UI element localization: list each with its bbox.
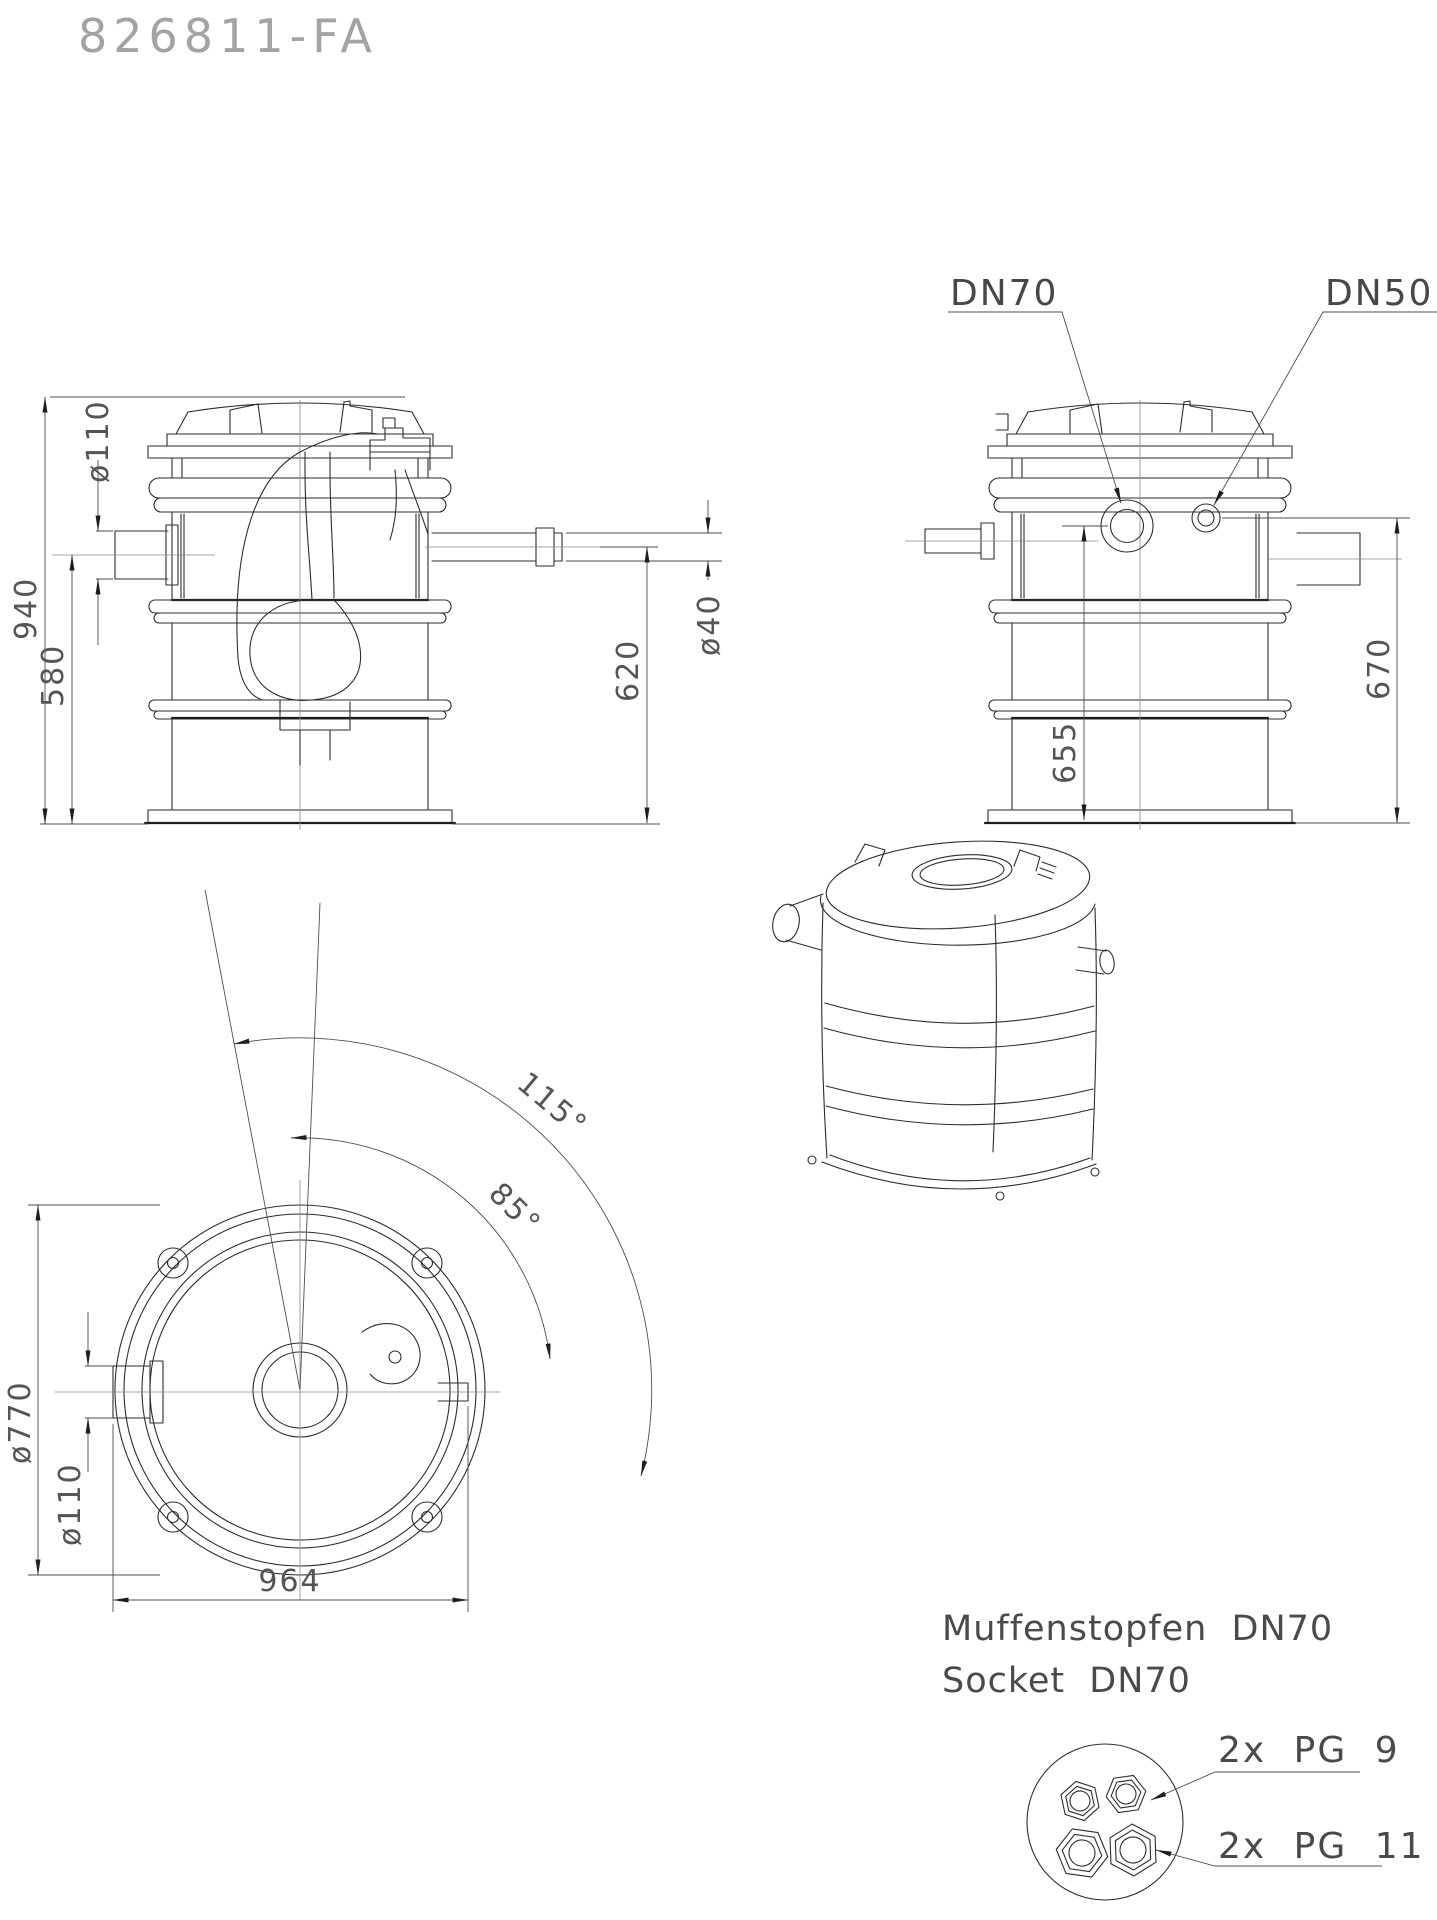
detail-view: 2x PG 9 2x PG 11: [1026, 1730, 1425, 1901]
dim-620-text: 620: [611, 639, 646, 702]
dim-total-height: 940: [9, 396, 405, 825]
dim-plan-inlet-diameter: ø110: [53, 1312, 113, 1546]
pg11-callout: 2x PG 11: [1155, 1826, 1425, 1867]
dim-dn50-height: 670: [1222, 517, 1410, 824]
gland-pg11-left: [1052, 1826, 1112, 1880]
dim-outlet-height: 620: [452, 546, 660, 825]
dim-body-diameter: ø770: [3, 1204, 160, 1576]
dim-dia110-front-text: ø110: [81, 399, 116, 483]
dim-655-text: 655: [1048, 721, 1083, 784]
plan-view: 115° 85° ø770 ø110 964: [3, 889, 653, 1612]
dn50-label: DN50: [1325, 273, 1433, 314]
dn70-callout: DN70: [948, 273, 1122, 504]
dim-dia770-text: ø770: [3, 1380, 38, 1464]
side-outlet-stub: [1268, 532, 1402, 586]
drawing-number: 826811-FA: [78, 9, 378, 63]
outlet-pipe: [425, 527, 722, 567]
dim-940-text: 940: [9, 577, 44, 640]
dim-overall-width: 964: [112, 1406, 469, 1612]
iso-view: Muffenstopfen DN70 Socket DN70: [772, 840, 1333, 1701]
dim-dn70-height: 655: [1048, 525, 1108, 821]
lid-clip: [995, 413, 1009, 431]
side-inlet-stub: [905, 522, 1098, 560]
iso-inlet-stub: [772, 893, 824, 951]
dim-85-text: 85°: [481, 1176, 548, 1243]
dim-outlet-diameter: ø40: [692, 500, 727, 656]
dim-inlet-height: 580: [36, 554, 75, 825]
pg9-callout: 2x PG 9: [1150, 1730, 1400, 1801]
dim-964-text: 964: [258, 1564, 321, 1599]
detail-circle: [1026, 1743, 1184, 1901]
dim-580-text: 580: [36, 644, 71, 707]
dn70-label: DN70: [950, 273, 1058, 314]
dim-angles: 115° 85°: [204, 889, 653, 1477]
gland-pg9-left: [1055, 1777, 1105, 1825]
iso-tank: [807, 840, 1100, 1201]
dim-115-text: 115°: [510, 1066, 594, 1144]
iso-outlet-stub: [1075, 946, 1115, 975]
dim-dia40-text: ø40: [692, 593, 727, 656]
dim-inlet-diameter: ø110: [81, 399, 116, 645]
dim-670-text: 670: [1362, 637, 1397, 700]
pump-section: [236, 417, 431, 766]
pg11-label: 2x PG 11: [1218, 1826, 1425, 1867]
caption-muffenstopfen: Muffenstopfen DN70: [942, 1609, 1333, 1649]
front-view: 940 580 ø110 620 ø40: [9, 396, 727, 830]
dim-dia110-plan-text: ø110: [53, 1462, 88, 1546]
dn70-port: [1100, 499, 1154, 553]
plan-centerlines: [55, 1180, 500, 1600]
plan-pump-top: [361, 1323, 421, 1385]
caption-socket: Socket DN70: [942, 1661, 1191, 1701]
dn50-port: [1191, 503, 1221, 533]
inlet-pipe: [52, 524, 215, 586]
side-view: DN70 DN50 655 670: [905, 273, 1437, 830]
dn50-callout: DN50: [1213, 273, 1437, 506]
gland-pg9-right: [1103, 1773, 1149, 1815]
pg9-label: 2x PG 9: [1218, 1730, 1400, 1771]
